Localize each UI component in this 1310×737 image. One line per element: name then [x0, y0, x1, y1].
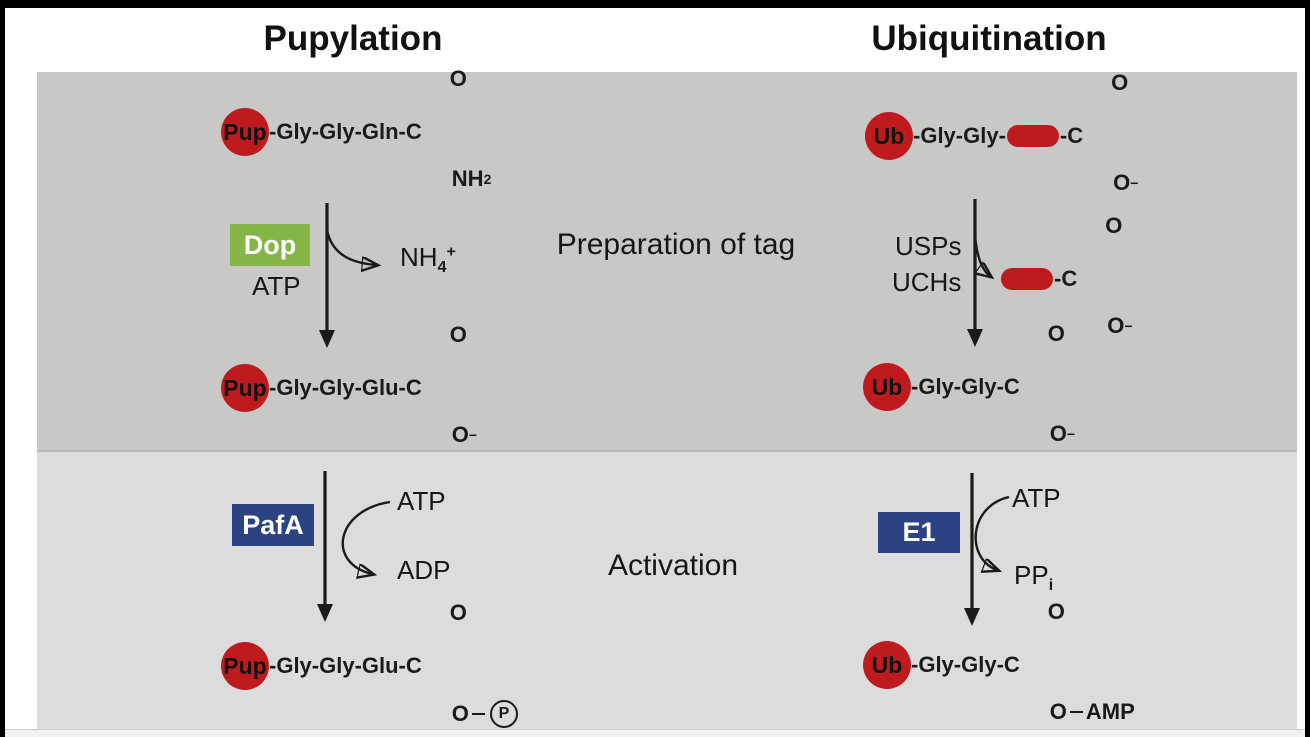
carbonyl-group: O O−	[422, 322, 477, 447]
carboxylate-group: O−	[1113, 170, 1139, 195]
carbonyl-group: O O−	[1077, 213, 1132, 338]
carbonyl-oxygen: O	[449, 600, 467, 625]
ubiquitination-title: Ubiquitination	[871, 19, 1107, 58]
section-label-preparation: Preparation of tag	[556, 228, 796, 261]
carboxylate-group: O−	[1049, 421, 1076, 446]
cleaved-peptide-capsule	[1001, 268, 1053, 290]
chain-label: -Gly-Gly-Gln-C	[269, 119, 422, 144]
e1-atp-label: ATP	[1012, 483, 1061, 513]
carbonyl-group: O O−	[1020, 321, 1075, 446]
chain-label: -Gly-Gly-	[913, 123, 1006, 148]
single-bond	[1069, 711, 1083, 713]
carbonyl-group: O O−	[1083, 70, 1138, 195]
ub-tag-circle: Ub	[863, 641, 911, 689]
peptide-extension-capsule	[1006, 125, 1059, 147]
chain-label: -Gly-Gly-Glu-C	[269, 375, 422, 400]
ub-tag-circle: Ub	[863, 363, 911, 411]
dop-atp-label: ATP	[252, 271, 301, 301]
pafa-reaction-arrow	[317, 471, 391, 622]
dop-reaction-arrow	[319, 203, 420, 348]
e1-reaction-arrow	[964, 473, 1010, 626]
chain-label: -C	[1059, 123, 1084, 148]
pup-tag-circle: Pup	[221, 364, 269, 412]
pup-glu-carboxylate-molecule: Pup -Gly-Gly-Glu-C O O−	[221, 322, 477, 447]
carbonyl-oxygen: O	[449, 322, 467, 347]
pafa-adp-label: ADP	[397, 555, 451, 585]
e1-enzyme-box: E1	[878, 512, 960, 553]
pup-tag-circle: Pup	[221, 642, 269, 690]
ub-precursor-molecule: Ub -Gly-Gly- -C O O−	[865, 70, 1138, 195]
carbonyl-oxygen: O	[1105, 213, 1123, 238]
pupylation-title: Pupylation	[263, 19, 443, 58]
usps-label: USPs	[895, 231, 962, 261]
pup-tag-circle: Pup	[221, 108, 269, 156]
chain-label: -Gly-Gly-Glu-C	[269, 653, 422, 678]
cleaved-peptide-fragment: -C O O−	[1000, 213, 1133, 338]
chain-label: -C	[1054, 266, 1078, 291]
uchs-label: UCHs	[892, 267, 962, 297]
frame-right	[1305, 0, 1310, 737]
frame-top	[0, 0, 1310, 8]
carbonyl-oxygen: O	[1111, 70, 1129, 95]
dub-reaction-arrow	[967, 199, 1068, 347]
carboxylate-group: O−	[451, 422, 478, 447]
frame-left	[0, 0, 5, 737]
single-bond	[471, 713, 485, 715]
carbonyl-oxygen: O	[1047, 599, 1065, 624]
chain-label: -Gly-Gly-C	[911, 652, 1020, 677]
ammonium-label: NH4+	[400, 242, 456, 277]
carbonyl-oxygen: O	[1047, 321, 1065, 346]
phosphate-icon: P	[489, 700, 518, 728]
ub-carboxylate-molecule: Ub -Gly-Gly-C O O−	[863, 321, 1075, 446]
pyrophosphate-label: PPi	[1014, 560, 1054, 595]
pafa-enzyme-box: PafA	[232, 504, 314, 546]
bottom-strip	[5, 729, 1305, 737]
carboxylate-group: O−	[1107, 313, 1133, 338]
carbonyl-oxygen: O	[449, 66, 467, 91]
chain-label: -Gly-Gly-C	[911, 374, 1020, 399]
pafa-atp-label: ATP	[397, 486, 446, 516]
ub-tag-circle: Ub	[865, 112, 913, 160]
dop-enzyme-box: Dop	[230, 224, 310, 266]
section-label-activation: Activation	[607, 549, 739, 582]
